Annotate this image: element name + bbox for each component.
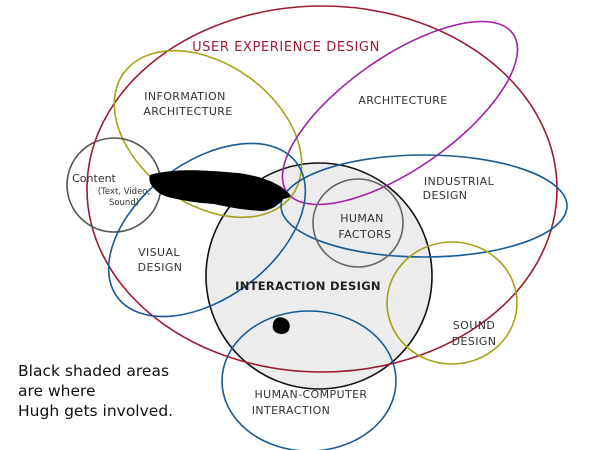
content-label-line3: Sound) [109,198,139,208]
ux-design-label: USER EXPERIENCE DESIGN [192,40,380,55]
industrial-design-ellipse [280,154,568,258]
human-factors-label-line2: FACTORS [338,228,391,241]
human-factors-ellipse [312,178,404,268]
hci-circle [221,310,397,450]
annotation-line-3: Hugh gets involved. [18,402,174,420]
interaction-design-label: INTERACTION DESIGN [235,279,381,293]
information-architecture-label-line1: INFORMATION [144,90,226,103]
hci-label-line1: HUMAN-COMPUTER [255,388,368,401]
sound-design-label-line2: DESIGN [452,335,497,348]
annotation-note: Black shaded areas are where Hugh gets i… [18,361,173,421]
content-label-line1: Content [72,172,116,185]
sound-design-ellipse [386,241,518,365]
interaction-design-circle [205,162,433,390]
hci-label-line2: INTERACTION [252,404,331,417]
content-circle [66,137,162,233]
annotation-line-2: are where [18,382,96,400]
visual-design-label-line1: VISUAL [138,246,180,259]
content-label-line2: (Text, Video, [98,187,150,197]
human-factors-label-line1: HUMAN [340,212,384,225]
ux-design-circle [86,5,558,373]
visual-design-label-line2: DESIGN [138,261,183,274]
information-architecture-label-line2: ARCHITECTURE [143,105,232,118]
annotation-line-1: Black shaded areas [18,362,170,380]
sound-design-label-line1: SOUND [453,319,495,332]
industrial-design-label-line1: INDUSTRIAL [424,175,495,188]
black-shaded-area-large [149,170,291,211]
industrial-design-label-line2: DESIGN [423,189,468,202]
architecture-label: ARCHITECTURE [358,94,447,107]
black-shaded-area-small [272,317,290,334]
